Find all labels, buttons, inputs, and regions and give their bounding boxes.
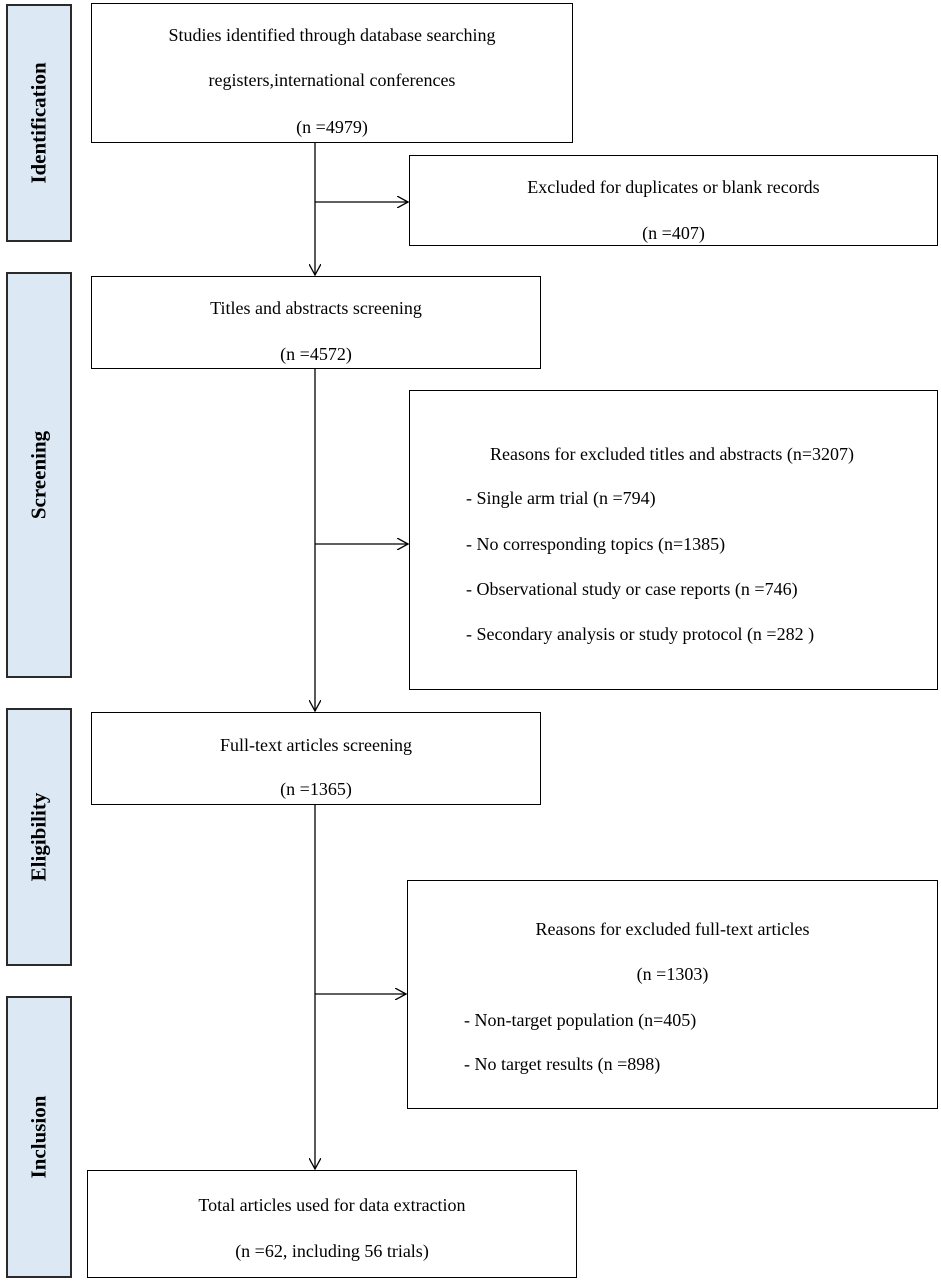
fulltext-screening-count: (n =1365) (280, 779, 352, 799)
phase-inclusion-label: Inclusion (26, 1095, 51, 1179)
excluded-titles-heading: Reasons for excluded titles and abstract… (490, 444, 855, 464)
excluded-titles-item: - Secondary analysis or study protocol (… (466, 624, 815, 644)
phase-identification: Identification (6, 4, 72, 242)
phase-inclusion: Inclusion (6, 996, 72, 1278)
excluded-fulltext-item: - No target results (n =898) (464, 1054, 661, 1074)
duplicates-count: (n =407) (642, 223, 705, 243)
phase-screening: Screening (6, 272, 72, 678)
included-line1: Total articles used for data extraction (198, 1195, 466, 1215)
title-screening-line1: Titles and abstracts screening (210, 298, 422, 318)
excluded-titles-item: - No corresponding topics (n=1385) (466, 534, 726, 554)
excluded-fulltext-heading: Reasons for excluded full-text articles (535, 919, 810, 939)
included-box: Total articles used for data extraction … (87, 1170, 577, 1278)
identified-box: Studies identified through database sear… (91, 3, 573, 143)
phase-eligibility-label: Eligibility (26, 792, 51, 882)
duplicates-box: Excluded for duplicates or blank records… (409, 155, 938, 246)
excluded-titles-item: - Observational study or case reports (n… (466, 579, 798, 599)
identified-count: (n =4979) (296, 117, 368, 137)
identified-line1: Studies identified through database sear… (168, 25, 496, 45)
excluded-titles-item: - Single arm trial (n =794) (466, 488, 656, 508)
identified-line2: registers,international conferences (208, 70, 456, 90)
included-count: (n =62, including 56 trials) (235, 1241, 429, 1261)
title-screening-count: (n =4572) (280, 344, 352, 364)
excluded-fulltext-box: Reasons for excluded full-text articles … (407, 880, 938, 1109)
excluded-titles-box: Reasons for excluded titles and abstract… (409, 390, 938, 690)
fulltext-screening-line1: Full-text articles screening (220, 735, 412, 755)
phase-eligibility: Eligibility (6, 708, 72, 966)
excluded-fulltext-item: - Non-target population (n=405) (464, 1010, 697, 1030)
phase-identification-label: Identification (26, 62, 51, 184)
excluded-fulltext-count: (n =1303) (636, 964, 709, 984)
fulltext-screening-box: Full-text articles screening (n =1365) (91, 712, 541, 805)
title-screening-box: Titles and abstracts screening (n =4572) (91, 276, 541, 369)
phase-screening-label: Screening (26, 430, 51, 520)
duplicates-line1: Excluded for duplicates or blank records (527, 177, 820, 197)
